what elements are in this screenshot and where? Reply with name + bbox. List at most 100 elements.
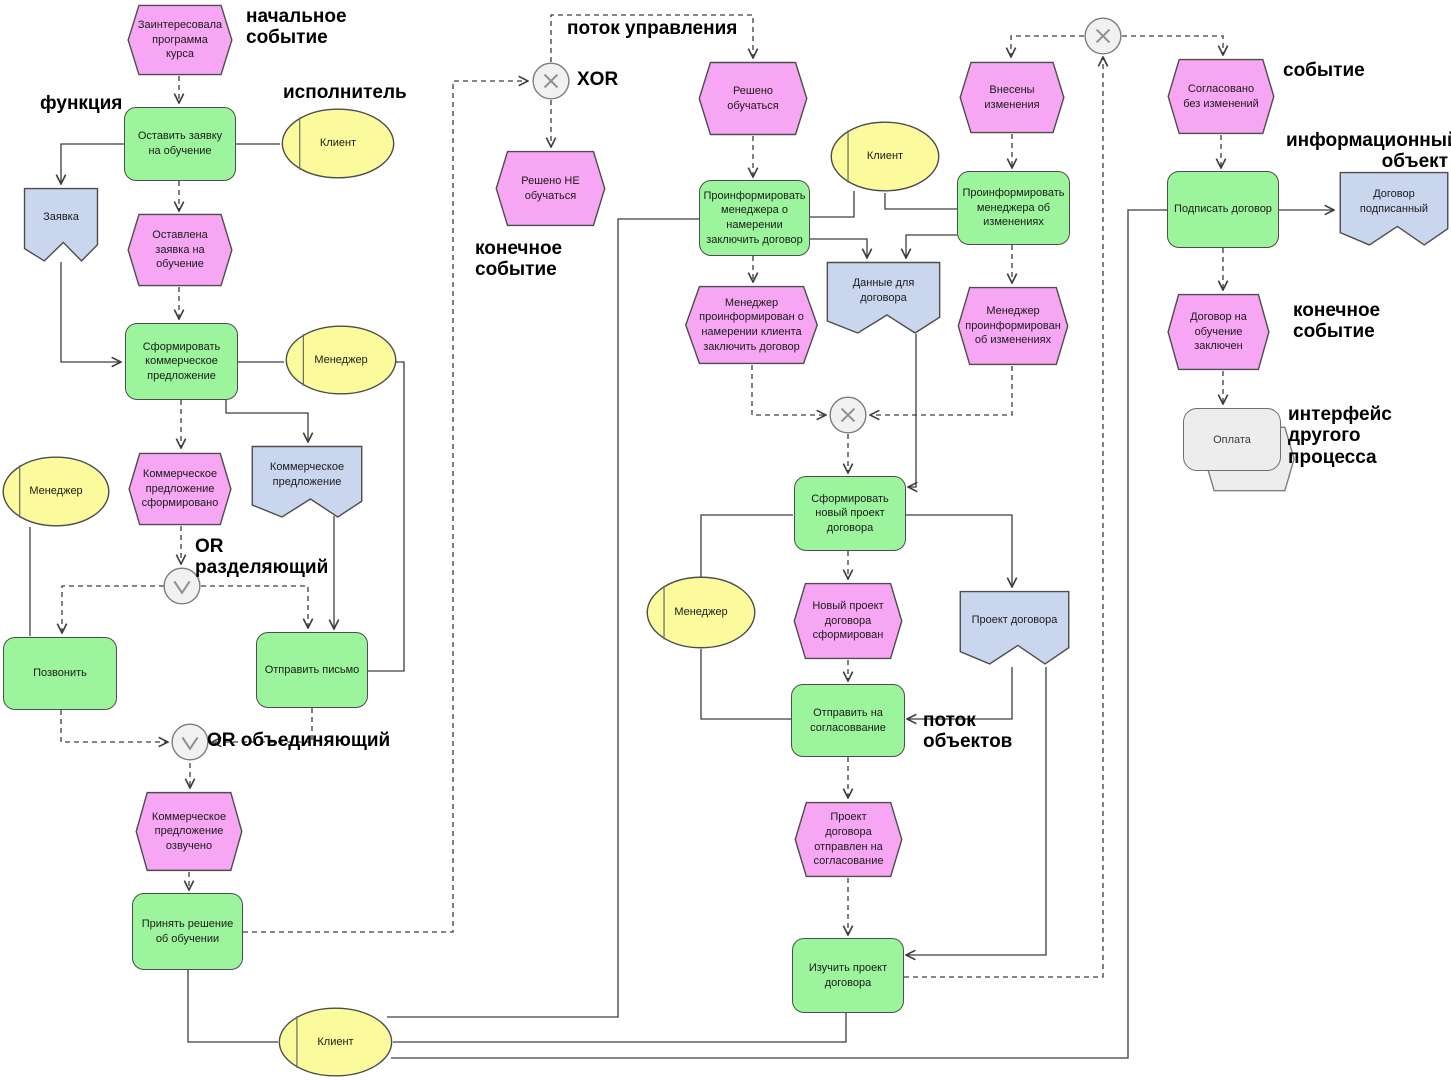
function-label: Отправить на согласоввание bbox=[810, 706, 886, 734]
document-label: Проект договора bbox=[971, 614, 1058, 627]
xor-connector-1 bbox=[532, 62, 570, 100]
or-icon bbox=[163, 567, 201, 605]
function-label: Изучить проект договора bbox=[808, 961, 888, 989]
ellipse-shape bbox=[284, 324, 398, 396]
event-manager-informed-changes: Менеджер проинформирован об изменениях bbox=[956, 286, 1070, 366]
performer-client-1: Клиент bbox=[280, 107, 396, 180]
function-form-new-draft: Сформировать новый проект договора bbox=[794, 476, 906, 551]
ellipse-shape bbox=[645, 575, 757, 650]
function-label: Подписать договор bbox=[1174, 203, 1272, 216]
annotation-info-object: информационный объект bbox=[1286, 130, 1451, 173]
document-request: Заявка bbox=[23, 187, 99, 264]
event-changes-made: Внесены изменения bbox=[958, 61, 1066, 134]
event-label: Коммерческое предложение сформировано bbox=[141, 468, 219, 510]
annotation-xor: XOR bbox=[577, 69, 619, 90]
function-leave-request: Оставить заявку на обучение bbox=[124, 107, 236, 181]
annotation-final-event-left: конечное событие bbox=[475, 238, 563, 281]
event-label: Менеджер проинформирован о намерении кли… bbox=[699, 296, 804, 353]
event-approved-no-changes: Согласовано без изменений bbox=[1166, 58, 1276, 135]
hexagon-shape bbox=[956, 286, 1070, 366]
process-interface-payment: Оплата bbox=[1183, 408, 1296, 492]
event-label: Согласовано без изменений bbox=[1183, 82, 1259, 110]
function-label: Оставить заявку на обучение bbox=[137, 130, 223, 157]
document-label: Коммерческое предложение bbox=[269, 460, 345, 488]
event-label: Решено НЕ обучаться bbox=[521, 174, 580, 202]
performer-label: Клиент bbox=[319, 137, 357, 150]
event-label: Коммерческое предложение озвучено bbox=[151, 810, 227, 852]
hexagon-shape bbox=[126, 213, 234, 287]
performer-label: Клиент bbox=[317, 1035, 354, 1048]
xor-connector-3 bbox=[1084, 17, 1122, 55]
event-request-left: Оставлена заявка на обучение bbox=[126, 213, 234, 287]
function-send-for-approval: Отправить на согласоввание bbox=[791, 684, 905, 757]
document-shape bbox=[23, 187, 99, 264]
event-label: Решено обучаться bbox=[727, 84, 779, 112]
event-contract-concluded: Договор на обучение заключен bbox=[1166, 293, 1271, 371]
event-offer-formed: Коммерческое предложение сформировано bbox=[127, 452, 233, 526]
performer-manager-1: Менеджер bbox=[284, 324, 398, 396]
document-shape bbox=[825, 261, 942, 336]
or-join-connector bbox=[171, 723, 209, 761]
document-label: Договор подписанный bbox=[1359, 187, 1429, 215]
ellipse-shape bbox=[277, 1006, 394, 1078]
function-form-offer: Сформировать коммерческое предложение bbox=[125, 323, 238, 400]
or-split-connector bbox=[163, 567, 201, 605]
hexagon-shape bbox=[697, 61, 809, 136]
annotation-control-flow: поток управления bbox=[567, 18, 738, 39]
function-call: Позвонить bbox=[3, 637, 117, 710]
ellipse-shape bbox=[829, 120, 941, 193]
function-label: Позвонить bbox=[33, 667, 87, 680]
event-label: Оставлена заявка на обучение bbox=[152, 229, 208, 271]
annotation-interface: интерфейс другого процесса bbox=[1288, 404, 1392, 468]
event-manager-informed-intent: Менеджер проинформирован о намерении кли… bbox=[683, 285, 820, 365]
event-label: Заинтересовала программа курса bbox=[137, 19, 223, 61]
xor-icon bbox=[1084, 17, 1122, 55]
xor-connector-2 bbox=[829, 396, 867, 434]
annotation-performer: исполнитель bbox=[283, 82, 407, 103]
event-decided-study: Решено обучаться bbox=[697, 61, 809, 136]
function-label: Сформировать коммерческое предложение bbox=[142, 340, 221, 382]
document-shape bbox=[958, 590, 1071, 667]
event-label: Договор на обучение заключен bbox=[1190, 311, 1247, 353]
hexagon-shape bbox=[127, 452, 233, 526]
function-send-letter: Отправить письмо bbox=[256, 632, 368, 708]
hexagon-shape bbox=[126, 4, 234, 76]
xor-icon bbox=[532, 62, 570, 100]
document-offer: Коммерческое предложение bbox=[250, 445, 364, 520]
annotation-or-join: OR объединяющий bbox=[207, 730, 391, 751]
function-label: Проинформировать менеджера о намерении з… bbox=[703, 189, 806, 246]
annotation-or-split: OR разделяющий bbox=[195, 536, 329, 579]
annotation-start-event: начальное событие bbox=[246, 6, 347, 49]
hexagon-shape bbox=[1166, 58, 1276, 135]
event-course-interested: Заинтересовала программа курса bbox=[126, 4, 234, 76]
event-decided-not-study: Решено НЕ обучаться bbox=[494, 150, 607, 227]
performer-manager-3: Менеджер bbox=[645, 575, 757, 650]
performer-client-2: Клиент bbox=[829, 120, 941, 193]
function-decide-study: Принять решение об обучении bbox=[132, 893, 243, 970]
document-contract-data: Данные для договора bbox=[825, 261, 942, 336]
document-draft-contract: Проект договора bbox=[958, 590, 1071, 667]
ellipse-shape bbox=[280, 107, 396, 180]
performer-label: Менеджер bbox=[29, 485, 83, 498]
hexagon-shape bbox=[683, 285, 820, 365]
performer-label: Менеджер bbox=[674, 606, 728, 619]
performer-label: Менеджер bbox=[314, 353, 368, 366]
annotation-final-event-right: конечное событие bbox=[1293, 300, 1381, 343]
performer-manager-2: Менеджер bbox=[1, 455, 111, 528]
annotation-function: функция bbox=[40, 93, 123, 114]
event-draft-formed: Новый проект договора сформирован bbox=[792, 582, 904, 660]
function-study-draft: Изучить проект договора bbox=[792, 938, 904, 1013]
function-sign-contract: Подписать договор bbox=[1167, 171, 1279, 248]
hexagon-shape bbox=[792, 582, 904, 660]
or-icon bbox=[171, 723, 209, 761]
hexagon-shape bbox=[134, 791, 244, 872]
event-offer-voiced: Коммерческое предложение озвучено bbox=[134, 791, 244, 872]
function-label: Принять решение об обучении bbox=[141, 917, 234, 945]
event-label: Новый проект договора сформирован bbox=[812, 600, 884, 642]
function-inform-manager-changes: Проинформировать менеджера об изменениях bbox=[957, 171, 1070, 245]
hexagon-shape bbox=[1166, 293, 1271, 371]
annotation-object-flow: поток объектов bbox=[923, 710, 1013, 753]
hexagon-shape bbox=[793, 801, 904, 878]
interface-label: Оплата bbox=[1183, 408, 1281, 471]
